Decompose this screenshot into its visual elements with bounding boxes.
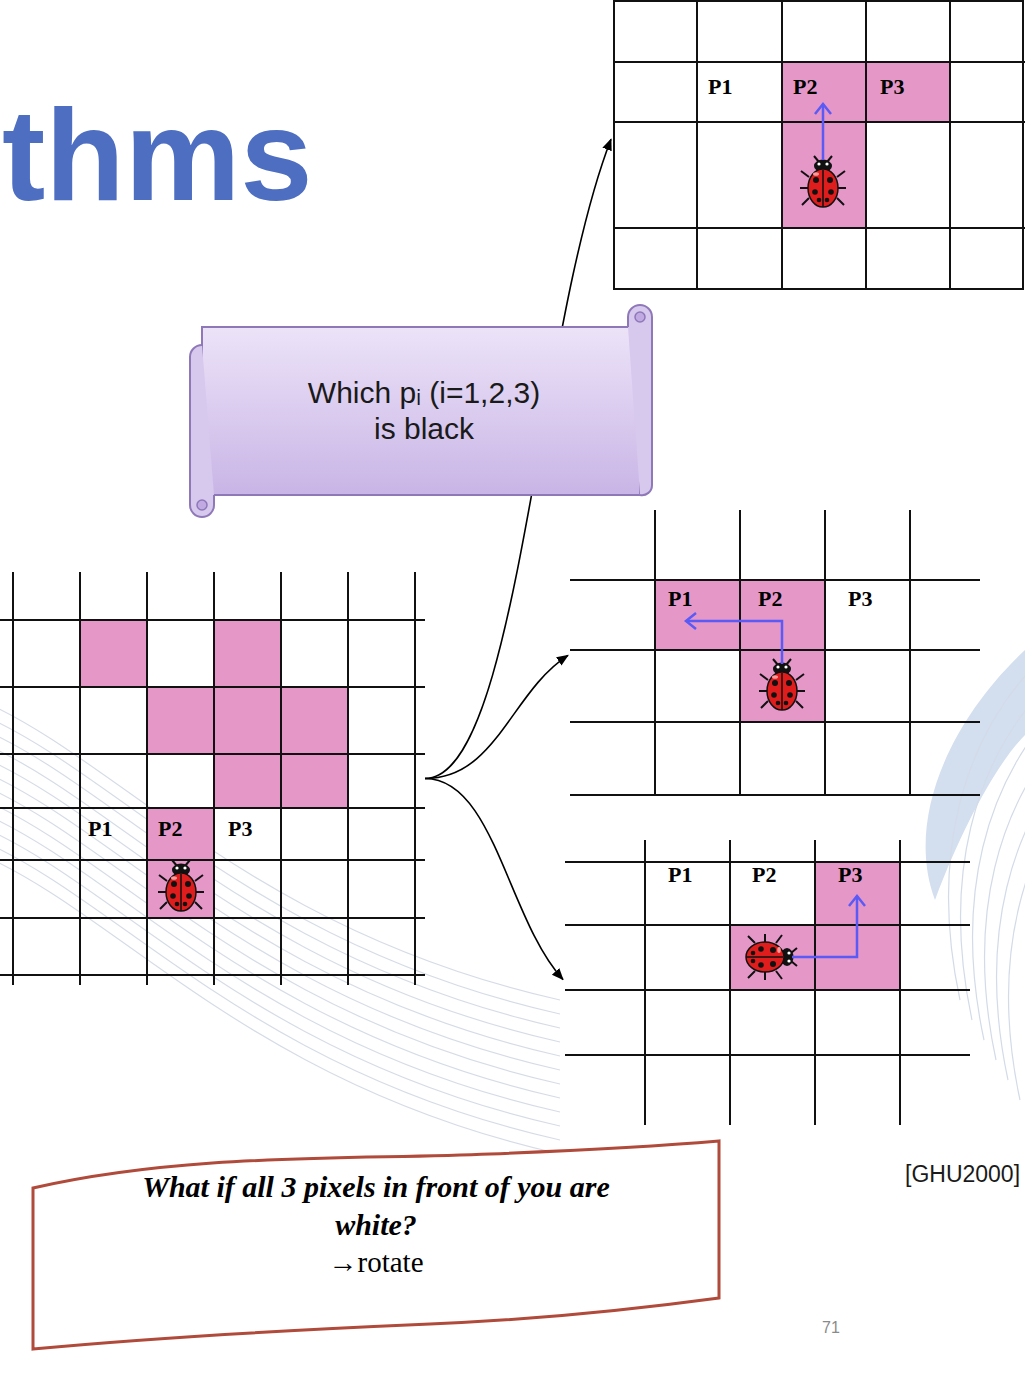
- pixel-label: P3: [880, 76, 904, 98]
- text-holder: Which pᵢ (i=1,2,3) is black: [208, 375, 640, 447]
- pixel-grid: P1 P2 P3: [0, 572, 425, 985]
- pixel-label: P3: [838, 864, 862, 886]
- black-pixel: [655, 580, 740, 650]
- pixel-label: P1: [668, 864, 692, 886]
- note-banner: What if all 3 pixels in front of you are…: [30, 1138, 722, 1352]
- pixel-label: P2: [752, 864, 776, 886]
- cell-slot: P1: [88, 818, 112, 840]
- text-holder: What if all 3 pixels in front of you are…: [30, 1168, 722, 1280]
- grid-lines: [0, 572, 425, 985]
- pixel-label: P1: [668, 588, 692, 610]
- callout-text: Which pᵢ (i=1,2,3) is black: [293, 375, 555, 447]
- cell-slot: P2: [158, 818, 182, 840]
- note-border: [33, 1141, 719, 1349]
- note-question: What if all 3 pixels in front of you are…: [136, 1168, 616, 1244]
- scroll-body: [202, 327, 640, 495]
- pixel-label: P2: [793, 76, 817, 98]
- pixel-label: P2: [158, 818, 182, 840]
- reference-tag: [GHU2000]: [905, 1160, 1020, 1188]
- move-arrowhead: [686, 613, 696, 629]
- black-pixel: [214, 620, 281, 687]
- grid-border: [614, 1, 1023, 289]
- swoosh-line: [985, 720, 1025, 1060]
- cell-slot: P1: [668, 588, 692, 610]
- swoosh-line: [997, 740, 1025, 1080]
- grid-lines: [570, 510, 980, 795]
- ladybug: [158, 860, 204, 911]
- slide-title: thms: [2, 90, 313, 220]
- scroll-curl: [635, 312, 645, 322]
- pixel-label: P3: [848, 588, 872, 610]
- scroll-curl: [190, 345, 214, 517]
- case-grid: [565, 840, 970, 1125]
- pixel-grid: P1 P2 P3: [565, 840, 970, 1125]
- ladybug: [746, 934, 797, 980]
- black-pixel: [866, 62, 950, 122]
- swoosh-line: [961, 680, 1025, 1020]
- cell-slot: P2: [793, 76, 817, 98]
- move-arrow: [686, 621, 782, 664]
- flow-arrow: [425, 779, 563, 980]
- flow-arrow: [425, 655, 568, 778]
- scroll-curl: [197, 500, 207, 510]
- case-grid: [570, 510, 980, 795]
- swoosh-line: [1009, 760, 1025, 1100]
- note-answer: →rotate: [328, 1244, 423, 1280]
- cell-slot: P1: [708, 76, 732, 98]
- pixel-label: P2: [758, 588, 782, 610]
- black-pixel: [147, 808, 214, 860]
- pixel-label: P3: [228, 818, 252, 840]
- cell-slot: P2: [752, 864, 776, 886]
- main-grid: [0, 572, 425, 985]
- black-pixel: [80, 620, 147, 687]
- scroll-curl: [628, 305, 652, 495]
- move-arrowhead: [849, 896, 865, 906]
- case-grid: [613, 0, 1025, 290]
- black-pixel: [147, 860, 214, 918]
- move-arrow: [822, 104, 825, 160]
- cell-slot: P1: [668, 864, 692, 886]
- pixel-grid: P1 P2 P3: [570, 510, 980, 795]
- pixel-label: P1: [708, 76, 732, 98]
- move-arrowhead: [815, 104, 831, 114]
- cell-slot: P3: [880, 76, 904, 98]
- ladybug: [759, 659, 805, 710]
- pixel-grid: P1 P2 P3: [613, 0, 1025, 290]
- cell-slot: P3: [228, 818, 252, 840]
- grid-lines: [565, 840, 970, 1125]
- ladybug: [800, 156, 846, 207]
- cell-slot: P2: [758, 588, 782, 610]
- grid-lines: [613, 0, 1025, 290]
- pixel-label: P1: [88, 818, 112, 840]
- swoosh-line: [973, 700, 1025, 1040]
- scroll-callout: Which pᵢ (i=1,2,3) is black: [188, 305, 660, 517]
- grid-ground: [613, 0, 1025, 290]
- move-arrow: [792, 896, 857, 957]
- background-swoosh: [0, 650, 1025, 1154]
- cell-slot: P3: [848, 588, 872, 610]
- page-number: 71: [822, 1318, 840, 1338]
- cell-slot: P3: [838, 864, 862, 886]
- black-pixel: [147, 687, 348, 754]
- scroll-outline: [188, 305, 660, 517]
